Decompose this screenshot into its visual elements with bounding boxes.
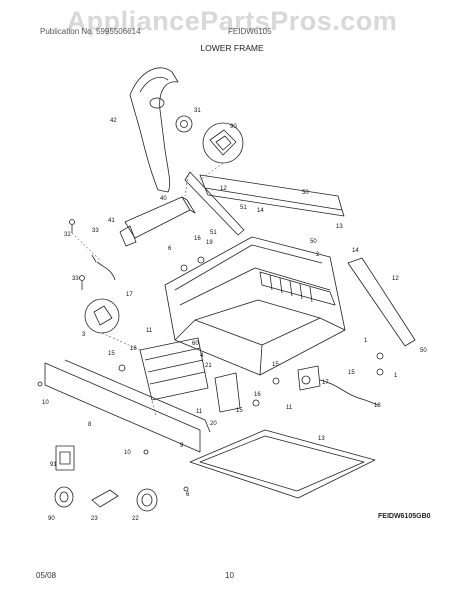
leader-lines: [71, 162, 224, 416]
part-32-hose[interactable]: [69, 219, 116, 291]
part-label: 12: [392, 276, 399, 282]
revision-date: 05/08: [36, 571, 57, 580]
part-label: 15: [108, 351, 115, 357]
part-label: 13: [336, 224, 343, 230]
part-label: 14: [257, 208, 264, 214]
part-23-terminal[interactable]: [91, 489, 119, 508]
part-18-wire[interactable]: [319, 379, 379, 406]
part-label: 15: [348, 370, 355, 376]
part-number-labels: 42 31 90 40 41 12 50 51 14 51 13 33 32 1…: [42, 108, 427, 522]
part-label: 41: [108, 218, 115, 224]
part-label: 40: [160, 196, 167, 202]
part-label: 50: [420, 348, 427, 354]
part-label: 42: [110, 118, 117, 124]
part-90-knob[interactable]: [54, 486, 74, 508]
part-label: 6: [168, 246, 172, 252]
part-label: 90: [48, 516, 55, 522]
part-label: 51: [210, 230, 217, 236]
part-3-detail[interactable]: [84, 298, 120, 334]
part-label: 16: [254, 392, 261, 398]
publication-number: Publication No. 5995506614: [40, 27, 141, 36]
part-label: 19: [206, 240, 213, 246]
part-label: 91: [50, 462, 57, 468]
part-label: 12: [220, 186, 227, 192]
part-label: 33: [92, 228, 99, 234]
part-label: 20: [210, 421, 217, 427]
part-label: 17: [126, 292, 133, 298]
part-label: 16: [130, 346, 137, 352]
part-label: 14: [352, 248, 359, 254]
part-label: 17: [322, 380, 329, 386]
part-label: 32: [64, 232, 71, 238]
part-label: 31: [194, 108, 201, 114]
part-60-pump[interactable]: [139, 337, 209, 401]
part-label: 50: [310, 239, 317, 245]
part-12-right-arm[interactable]: [347, 257, 416, 347]
part-8-kickplate[interactable]: [44, 359, 211, 453]
part-22-ring[interactable]: [136, 488, 158, 512]
lower-frame[interactable]: [164, 236, 346, 376]
part-label: 15: [236, 408, 243, 414]
part-label: 11: [286, 405, 293, 411]
part-30-duct[interactable]: [129, 67, 179, 193]
page-number: 10: [225, 571, 234, 580]
part-label: 15: [272, 362, 279, 368]
model-number: FEIDW6105: [228, 27, 272, 36]
part-label: 23: [91, 516, 98, 522]
part-label: 9: [180, 443, 184, 449]
part-label: 16: [194, 236, 201, 242]
part-label: 10: [42, 400, 49, 406]
part-20-bracket[interactable]: [214, 372, 241, 413]
part-label: 1: [364, 338, 368, 344]
part-label: 10: [124, 450, 131, 456]
part-label: 60: [192, 341, 199, 347]
part-label: 22: [132, 516, 139, 522]
part-label: 13: [318, 436, 325, 442]
part-91-switch[interactable]: [55, 445, 75, 471]
part-label: 33: [72, 276, 79, 282]
part-label: 51: [240, 205, 247, 211]
part-label: 11: [146, 328, 153, 334]
part-13-drip-tray[interactable]: [189, 429, 376, 499]
part-42-detail[interactable]: [202, 122, 244, 164]
part-label: 4: [200, 353, 204, 359]
part-label: 90: [230, 124, 237, 130]
part-label: 6: [186, 492, 190, 498]
watermark: AppliancePartsPros.com: [66, 6, 398, 36]
part-label: 8: [88, 422, 92, 428]
screws: [37, 256, 384, 492]
figure-code: FEIDW6105GB0: [378, 513, 431, 520]
part-label: 50: [302, 190, 309, 196]
section-title: LOWER FRAME: [200, 43, 264, 53]
part-12-left-arm[interactable]: [184, 171, 245, 236]
part-label: 1: [394, 373, 398, 379]
part-50-rail[interactable]: [199, 174, 345, 217]
part-17-valve[interactable]: [297, 365, 321, 391]
part-label: 21: [205, 363, 212, 369]
part-31-bearing[interactable]: [175, 115, 193, 133]
part-label: 18: [374, 403, 381, 409]
part-label: 11: [196, 409, 203, 415]
part-40-blower[interactable]: [119, 196, 196, 247]
part-label: 2: [316, 252, 320, 258]
part-label: 3: [82, 332, 86, 338]
